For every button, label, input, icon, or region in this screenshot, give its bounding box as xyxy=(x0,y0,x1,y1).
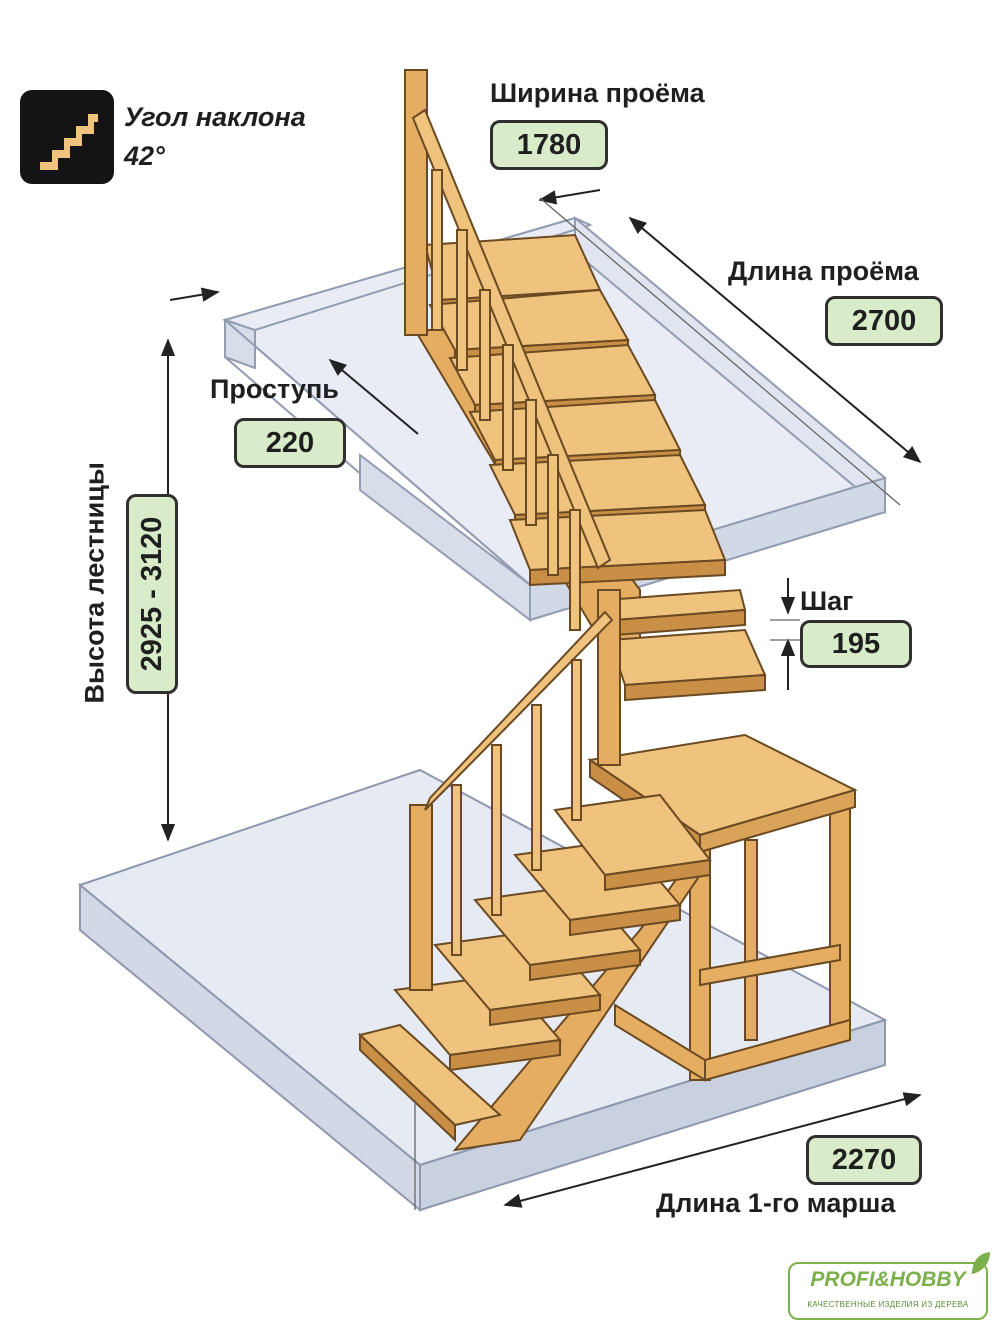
step-label: Шаг xyxy=(800,586,854,616)
tread-label: Проступь xyxy=(210,374,339,404)
height-badge: 2925 - 3120 xyxy=(126,494,178,694)
brand-tagline: КАЧЕСТВЕННЫЕ ИЗДЕЛИЯ ИЗ ДЕРЕВА xyxy=(807,1300,969,1309)
step-badge: 195 xyxy=(800,620,912,668)
angle-value: 42° xyxy=(124,141,165,172)
height-label: Высота лестницы xyxy=(79,462,110,704)
stairs-angle-icon xyxy=(20,90,114,184)
opening-width-label: Ширина проёма xyxy=(490,78,705,108)
opening-length-badge: 2700 xyxy=(825,296,943,346)
leaf-icon xyxy=(972,1252,990,1274)
tread-badge: 220 xyxy=(234,418,346,468)
brand-name: PROFI&HOBBY xyxy=(810,1268,966,1291)
first-flight-label: Длина 1-го марша xyxy=(656,1188,896,1218)
lower-flight xyxy=(357,589,858,1152)
first-flight-badge: 2270 xyxy=(806,1135,922,1185)
angle-caption: Угол наклона 42° xyxy=(124,98,306,176)
opening-width-badge: 1780 xyxy=(490,120,608,170)
angle-title: Угол наклона xyxy=(124,102,306,132)
brand-logo: PROFI&HOBBY КАЧЕСТВЕННЫЕ ИЗДЕЛИЯ ИЗ ДЕРЕ… xyxy=(788,1252,990,1320)
opening-length-label: Длина проёма xyxy=(728,256,919,286)
